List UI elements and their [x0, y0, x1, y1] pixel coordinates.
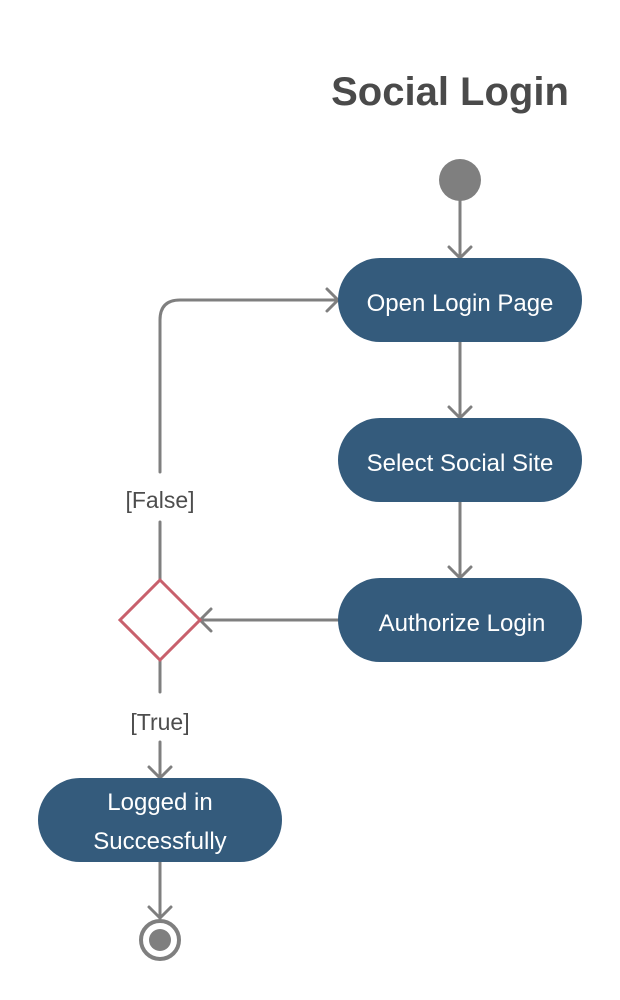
- activity-logged-in-line2: Successfully: [93, 828, 226, 855]
- activity-open-login-page-label: Open Login Page: [367, 290, 554, 317]
- edge-decision-false-to-open-login: [158, 287, 340, 582]
- diagram-title: Social Login: [331, 70, 569, 114]
- activity-select-social-site-label: Select Social Site: [367, 450, 554, 477]
- edge-select-site-to-authorize: [447, 500, 473, 580]
- activity-select-social-site: Select Social Site: [338, 418, 582, 502]
- guard-false-label: [False]: [125, 487, 194, 513]
- activity-authorize-login: Authorize Login: [338, 578, 582, 662]
- end-node: [139, 919, 181, 961]
- activity-open-login-page: Open Login Page: [338, 258, 582, 342]
- decision-node: [117, 577, 203, 663]
- start-node: [439, 159, 481, 201]
- guard-true-label: [True]: [130, 709, 189, 735]
- edge-authorize-to-decision: [198, 607, 340, 633]
- edge-logged-in-to-end: [147, 860, 173, 920]
- edge-start-to-open-login: [447, 198, 473, 260]
- activity-logged-in-line1: Logged in: [107, 789, 212, 816]
- edge-open-login-to-select-site: [447, 340, 473, 420]
- activity-authorize-login-label: Authorize Login: [379, 610, 546, 637]
- activity-logged-in-successfully: Logged in Successfully: [38, 778, 282, 862]
